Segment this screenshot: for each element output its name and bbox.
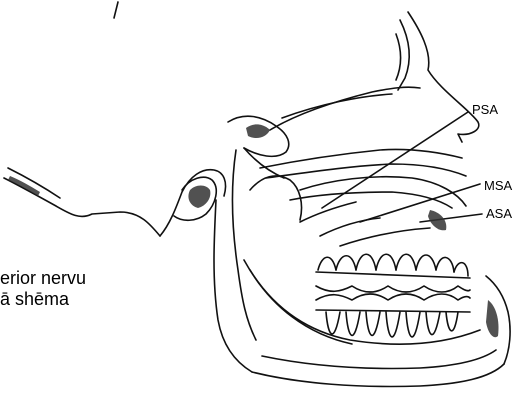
- hatch-left: [8, 176, 40, 196]
- hatch-maxilla: [428, 210, 446, 230]
- nasal-bone-inner: [396, 34, 401, 80]
- mandible-lower: [252, 364, 504, 386]
- label-psa: PSA: [472, 102, 498, 117]
- hatch-condyle: [188, 186, 210, 209]
- label-asa: ASA: [486, 206, 512, 221]
- top-stroke: [114, 2, 118, 18]
- hatch-zygoma: [246, 124, 270, 138]
- mandibular-canal-2: [250, 270, 352, 344]
- skull-rim: [282, 94, 392, 118]
- zygomatic-lower: [244, 148, 284, 178]
- label-msa: MSA: [484, 178, 513, 193]
- lower-teeth: [316, 294, 470, 337]
- hatch-chin: [486, 300, 499, 337]
- psa-leader: [322, 112, 468, 208]
- nasal-bone: [398, 20, 409, 90]
- caption-line-2: ā shēma: [0, 290, 69, 308]
- msa-branch: [320, 218, 380, 236]
- maxilla-lower: [266, 164, 466, 178]
- nose-profile: [408, 12, 479, 142]
- mandible-inner: [262, 350, 496, 369]
- asa-branch: [340, 228, 430, 246]
- coronoid: [250, 176, 302, 220]
- skull-upper: [270, 87, 420, 130]
- ramus-front: [232, 150, 256, 340]
- caption-line-1: erior nervu: [0, 269, 86, 287]
- mandibular-canal: [244, 260, 480, 344]
- upper-teeth: [316, 254, 470, 292]
- maxilla-upper: [260, 149, 462, 168]
